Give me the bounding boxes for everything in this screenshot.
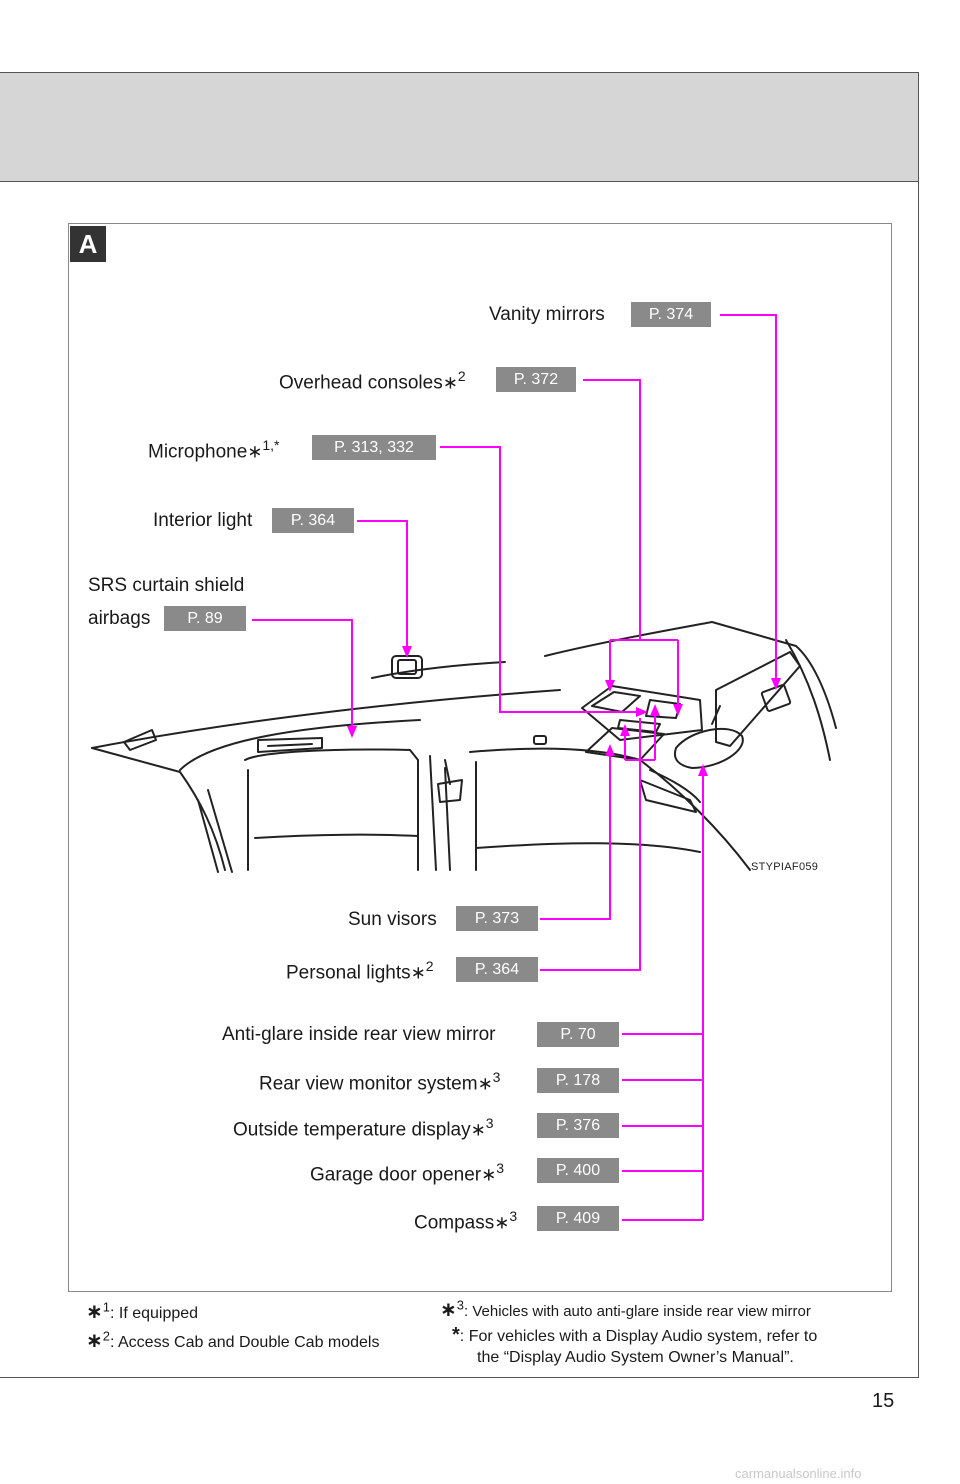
footnote-2: ∗2: Access Cab and Double Cab models [86, 1328, 380, 1352]
footnote-star-line2: the “Display Audio System Owner’s Manual… [477, 1349, 794, 1366]
chapter-header-band [0, 72, 919, 182]
page-ref-srs-airbags[interactable]: P. 89 [164, 606, 246, 631]
page-ref-overhead-consoles[interactable]: P. 372 [496, 367, 576, 392]
page-ref-personal-lights[interactable]: P. 364 [456, 957, 538, 982]
label-compass: Compass∗3 [414, 1208, 518, 1234]
page-ref-compass[interactable]: P. 409 [537, 1206, 619, 1231]
section-badge: A [70, 226, 106, 262]
image-code: STYPIAF059 [751, 861, 819, 873]
label-sun-visors: Sun visors [348, 909, 437, 930]
page-ref-interior-light[interactable]: P. 364 [272, 508, 354, 533]
page-rule-bottom [0, 1377, 919, 1378]
label-microphone: Microphone∗1,* [148, 437, 280, 463]
label-outside-temp: Outside temperature display∗3 [233, 1115, 494, 1141]
page-ref-garage-door[interactable]: P. 400 [537, 1158, 619, 1183]
label-rear-view-monitor: Rear view monitor system∗3 [259, 1069, 501, 1095]
page-ref-vanity-mirrors[interactable]: P. 374 [631, 302, 711, 327]
footnote-1: ∗1: If equipped [86, 1299, 199, 1323]
label-overhead-consoles: Overhead consoles∗2 [279, 368, 466, 394]
label-vanity-mirrors: Vanity mirrors [489, 304, 605, 325]
label-anti-glare-mirror: Anti-glare inside rear view mirror [222, 1024, 496, 1045]
label-personal-lights: Personal lights∗2 [286, 958, 434, 984]
label-garage-door: Garage door opener∗3 [310, 1160, 505, 1186]
label-srs-airbags-line1: SRS curtain shield [88, 575, 245, 596]
page-rule-right [918, 72, 919, 1378]
page-ref-microphone[interactable]: P. 313, 332 [312, 435, 436, 460]
page-ref-sun-visors[interactable]: P. 373 [456, 906, 538, 931]
page-ref-anti-glare-mirror[interactable]: P. 70 [537, 1022, 619, 1047]
diagram-frame [68, 223, 892, 1292]
page-ref-rear-view-monitor[interactable]: P. 178 [537, 1068, 619, 1093]
footnote-star: *: For vehicles with a Display Audio sys… [452, 1324, 818, 1346]
page-ref-outside-temp[interactable]: P. 376 [537, 1113, 619, 1138]
page-number: 15 [872, 1390, 895, 1412]
footnote-3: ∗3: Vehicles with auto anti-glare inside… [440, 1297, 811, 1321]
watermark: carmanualsonline.info [735, 1466, 862, 1481]
label-srs-airbags-line2: airbags [88, 608, 151, 629]
label-interior-light: Interior light [153, 510, 253, 531]
